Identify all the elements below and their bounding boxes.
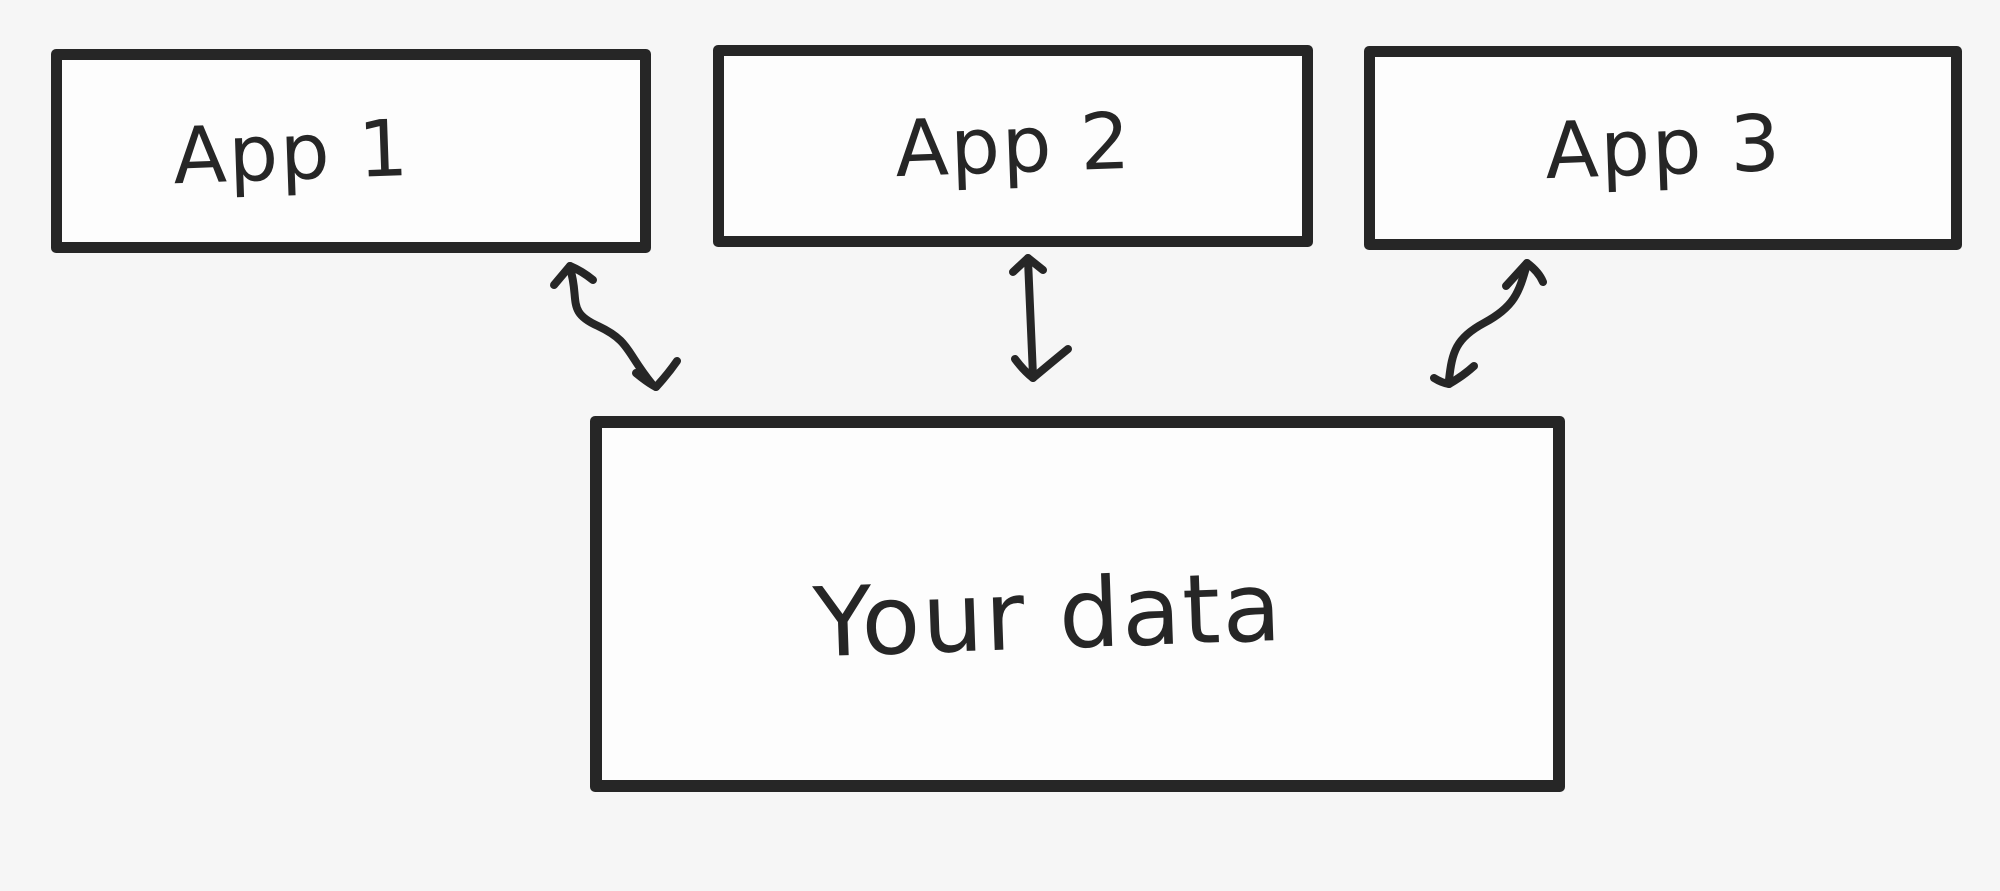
node-your-data[interactable]: Your data [590, 416, 1565, 792]
double-arrow-connector-app3-data[interactable] [1430, 259, 1547, 388]
node-app-1[interactable]: App 1 [51, 49, 651, 253]
double-arrow-connector-app2-data[interactable] [1009, 254, 1072, 382]
double-arrow-connector-app1-data[interactable] [550, 262, 681, 391]
node-app-3[interactable]: App 3 [1364, 46, 1962, 250]
node-app-2[interactable]: App 2 [713, 45, 1313, 247]
node-your-data-label: Your data [811, 550, 1285, 680]
node-app-1-label: App 1 [171, 103, 411, 203]
node-app-3-label: App 3 [1543, 98, 1783, 198]
node-app-2-label: App 2 [893, 96, 1133, 196]
